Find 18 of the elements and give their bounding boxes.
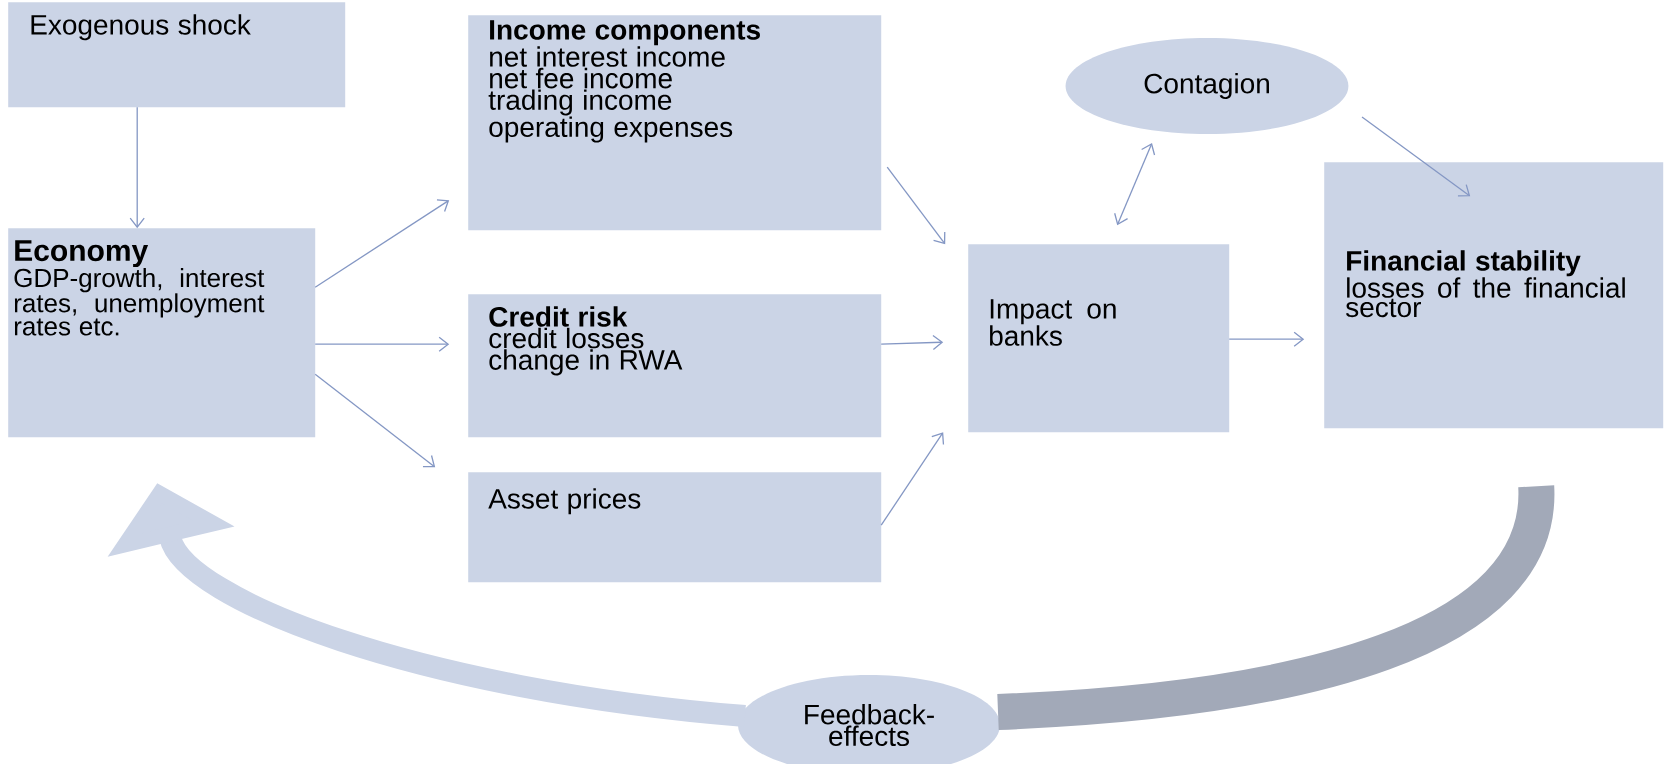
arrow xyxy=(880,432,945,526)
arrow xyxy=(314,373,436,468)
arrow xyxy=(1361,116,1471,197)
arrow xyxy=(314,199,450,288)
process-box: Financial stability losses of the financial sector xyxy=(1324,162,1664,429)
ellipse-node: Contagion xyxy=(1065,38,1349,134)
arrow xyxy=(1114,143,1156,226)
arrow xyxy=(129,106,145,229)
process-box: Asset prices xyxy=(468,472,882,583)
process-box: Exogenous shock xyxy=(8,2,346,108)
process-box: Income components net interest income net fee income trading income operating expenses xyxy=(468,15,882,231)
process-box: Credit risk credit losses change in RWA xyxy=(468,294,882,438)
arrow xyxy=(886,166,946,245)
process-box: Economy GDP-growth, interest rates, unemployment rates etc. xyxy=(8,228,316,438)
arrow xyxy=(314,336,450,352)
arrow xyxy=(880,334,944,351)
arrow xyxy=(1228,331,1305,347)
process-box: Impact on banks xyxy=(968,244,1230,433)
